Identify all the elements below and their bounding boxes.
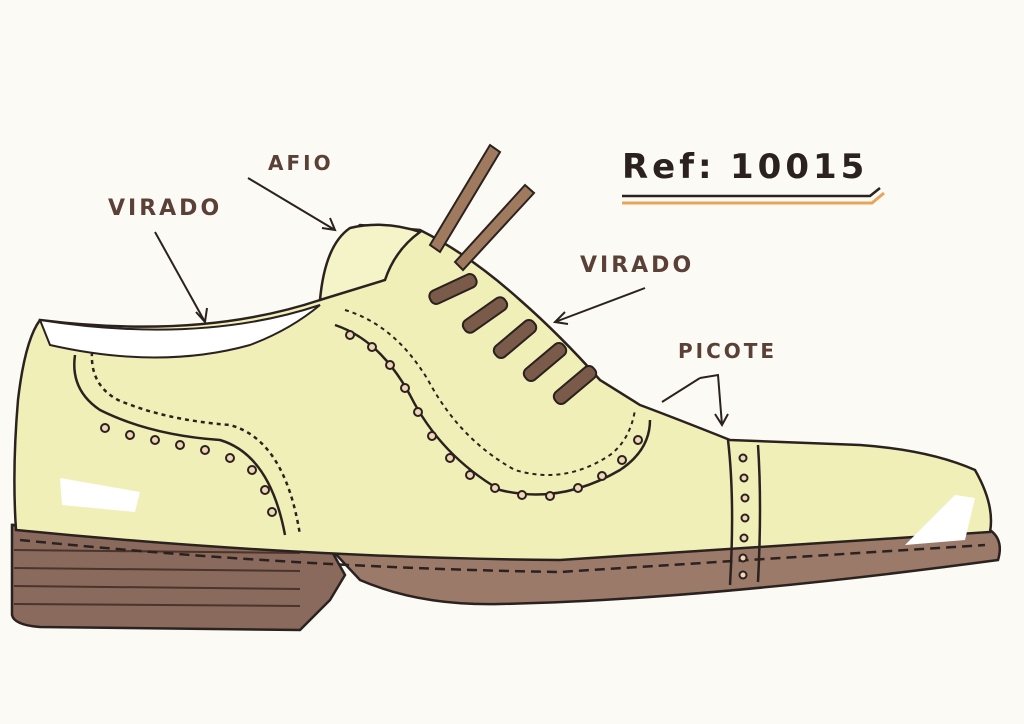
- laces: [428, 143, 598, 405]
- sole-welt-stitch: [19, 538, 986, 574]
- arrow-picote: [661, 373, 729, 427]
- reference-number: 10015: [730, 147, 868, 187]
- annotation-arrows: [154, 177, 729, 427]
- lace-end-1: [428, 143, 502, 254]
- heel-counter-brogue: [73, 351, 302, 536]
- heel-highlight: [60, 478, 140, 512]
- shoe-upper: [13, 223, 993, 562]
- label-picote: PICOTE: [678, 339, 777, 363]
- collar-lining: [38, 304, 321, 359]
- arrow-virado-vamp: [552, 287, 646, 325]
- reference-underline: [622, 187, 881, 198]
- label-virado-vamp: VIRADO: [580, 253, 694, 278]
- reference-underline-accent: [622, 191, 885, 205]
- upper-outline: [13, 223, 993, 562]
- reference-block: Ref: 10015: [622, 147, 885, 205]
- arrow-afio: [247, 177, 337, 232]
- arrow-virado-heel: [154, 231, 208, 325]
- tongue: [318, 223, 423, 302]
- label-virado-heel: VIRADO: [108, 196, 222, 221]
- label-afio: AFIO: [268, 151, 334, 175]
- vamp-brogue: [334, 309, 652, 501]
- reference-label: Ref:: [622, 147, 716, 187]
- toe-cap-brogue: [726, 439, 762, 586]
- lace-end-2: [453, 183, 536, 272]
- toe-highlight: [905, 495, 975, 545]
